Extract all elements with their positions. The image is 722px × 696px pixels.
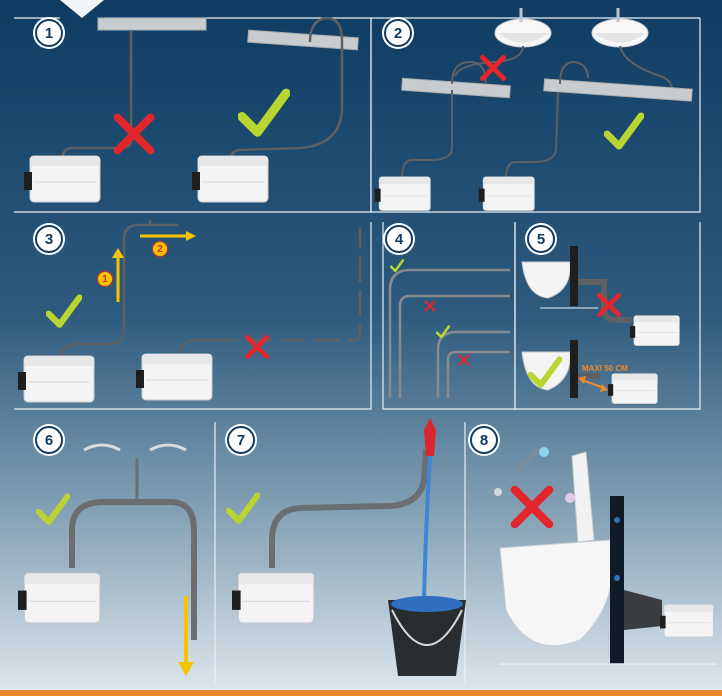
- panel-number-3: 3: [35, 225, 63, 253]
- panel-number-4: 4: [385, 225, 413, 253]
- panel-2-art: [374, 8, 693, 211]
- panel-frames: [14, 18, 701, 683]
- max-distance-label: MAXI 50 CM: [582, 364, 628, 373]
- panel-7-art: [229, 418, 466, 676]
- panel-5-art: [521, 246, 680, 404]
- step-marker-2: 2: [152, 241, 168, 257]
- panel-1-art: [24, 16, 359, 203]
- panel-number-1: 1: [35, 19, 63, 47]
- panel-4-art: [388, 268, 510, 398]
- panel-6-art: [18, 443, 197, 676]
- step-marker-1: 1: [97, 271, 113, 287]
- panel-number-6: 6: [35, 426, 63, 454]
- bottom-accent-bar: [0, 690, 722, 696]
- panel-number-5: 5: [527, 225, 555, 253]
- bucket-icon: [388, 600, 466, 676]
- panel-3-art: [18, 220, 362, 403]
- panel-8-art: [494, 447, 716, 665]
- panel-number-8: 8: [470, 426, 498, 454]
- panel-4-marks: [390, 258, 470, 366]
- panel-number-2: 2: [384, 19, 412, 47]
- panel-number-7: 7: [227, 426, 255, 454]
